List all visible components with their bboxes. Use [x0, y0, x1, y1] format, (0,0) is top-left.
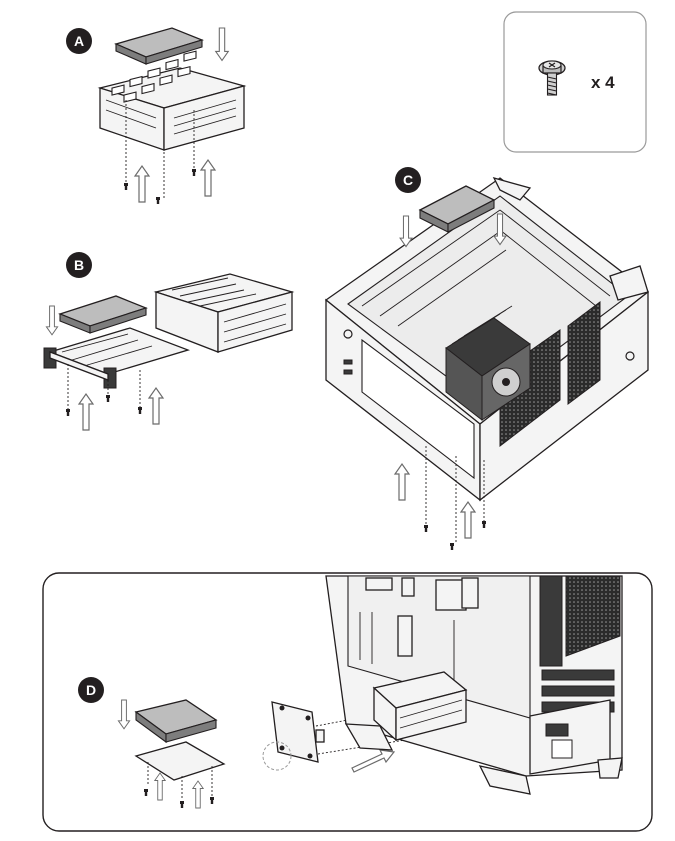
step-b-illustration: B — [43, 252, 295, 431]
case-rear-view — [325, 575, 623, 795]
svg-text:D: D — [86, 682, 96, 698]
step-b-drive — [58, 295, 148, 334]
step-d-bracket — [271, 701, 325, 763]
step-b-badge: B — [66, 252, 92, 278]
svg-text:B: B — [74, 257, 84, 273]
case-chassis — [324, 176, 650, 502]
parts-box: x 4 — [503, 11, 647, 153]
step-b-cage — [153, 273, 295, 353]
step-a-illustration: A — [66, 27, 247, 204]
step-d-badge: D — [78, 677, 104, 703]
screw-icon — [538, 60, 566, 96]
svg-text:A: A — [74, 33, 84, 49]
step-d-panel: D — [42, 572, 653, 832]
cpu-cooler — [445, 305, 531, 422]
svg-text:C: C — [403, 172, 413, 188]
step-d-drive — [134, 699, 218, 744]
step-a-badge: A — [66, 28, 92, 54]
step-c-badge: C — [395, 167, 421, 193]
screw-quantity: x 4 — [591, 73, 615, 92]
step-c-drive — [418, 185, 496, 233]
step-a-cage — [97, 50, 247, 151]
step-b-tray — [43, 327, 191, 389]
step-a-drive — [114, 27, 204, 65]
step-c-illustration: C — [324, 167, 650, 550]
